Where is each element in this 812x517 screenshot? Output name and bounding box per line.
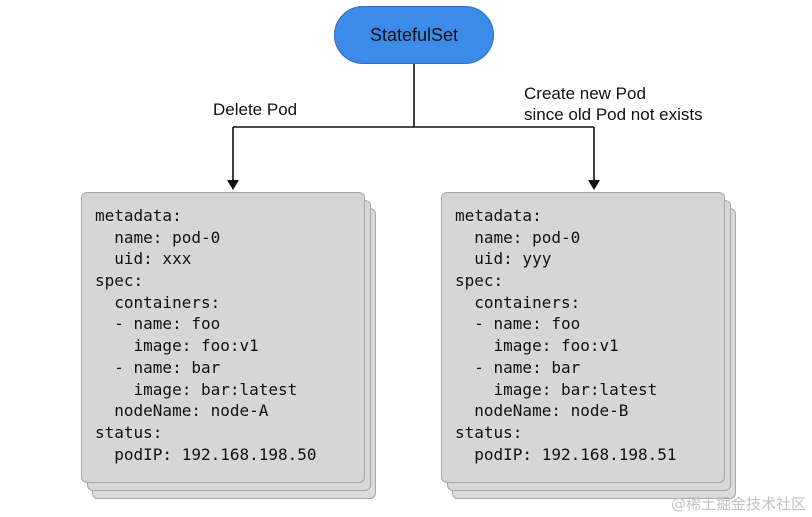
create-pod-label: Create new Pod since old Pod not exists [524,83,703,125]
yaml-line: image: bar:latest [95,379,298,399]
yaml-line: containers: [95,292,221,312]
yaml-line: status: [455,422,523,442]
yaml-line: podIP: 192.168.198.51 [455,444,677,464]
yaml-line: image: foo:v1 [95,336,259,356]
yaml-line: - name: foo [455,314,581,334]
arrowhead-right [588,180,600,190]
yaml-line: spec: [95,271,144,291]
delete-pod-label-line: Delete Pod [213,100,298,119]
yaml-line: spec: [455,271,504,291]
yaml-line: uid: yyy [455,249,552,269]
create-pod-label-line-2: since old Pod not exists [524,105,703,124]
arrowhead-left [227,180,239,190]
yaml-line: - name: foo [95,314,221,334]
statefulset-node: StatefulSet [334,6,494,64]
yaml-line: name: pod-0 [95,227,221,247]
create-pod-label-line-1: Create new Pod [524,84,646,103]
yaml-line: metadata: [95,206,182,225]
yaml-line: name: pod-0 [455,227,581,247]
yaml-line: containers: [455,292,581,312]
yaml-line: podIP: 192.168.198.50 [95,444,317,464]
delete-pod-label: Delete Pod [213,99,297,120]
statefulset-label: StatefulSet [369,24,459,45]
yaml-line: status: [95,422,163,442]
yaml-line: - name: bar [455,357,581,377]
yaml-line: nodeName: node-A [95,401,269,421]
yaml-line: metadata: [455,206,542,225]
pod-spec-card-left: metadata: name: pod-0 uid: xxx spec: con… [81,192,365,483]
yaml-line: nodeName: node-B [455,401,629,421]
watermark: @稀土掘金技术社区 [670,495,806,513]
yaml-line: image: foo:v1 [455,336,619,356]
yaml-line: - name: bar [95,357,221,377]
pod-spec-card-right: metadata: name: pod-0 uid: yyy spec: con… [441,192,725,483]
yaml-line: uid: xxx [95,249,192,269]
yaml-line: image: bar:latest [455,379,658,399]
